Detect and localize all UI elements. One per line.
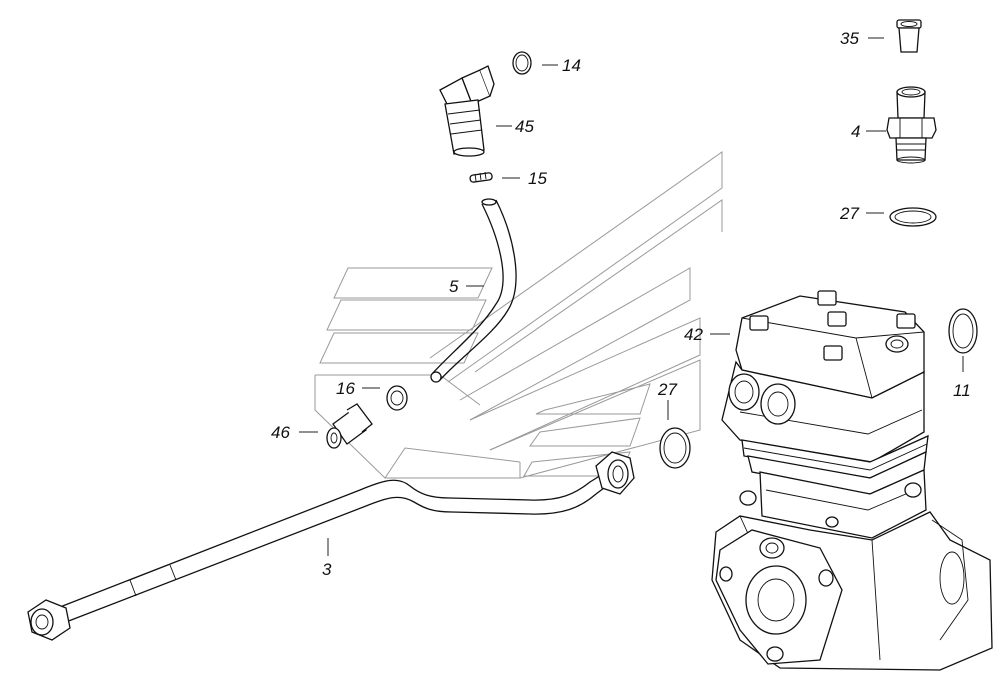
part-46-fitting[interactable]: [326, 403, 373, 449]
part-15-spring[interactable]: [469, 171, 493, 183]
label-46: 46: [271, 423, 290, 442]
part-5-hose[interactable]: [430, 198, 517, 383]
label-5: 5: [449, 277, 459, 296]
label-27-top: 27: [839, 204, 859, 223]
part-4-fitting[interactable]: [886, 86, 937, 164]
label-42: 42: [684, 325, 703, 344]
label-4: 4: [851, 122, 860, 141]
label-15: 15: [528, 169, 547, 188]
part-27-washer-top[interactable]: [889, 207, 937, 227]
part-27-washer-mid[interactable]: [659, 427, 691, 469]
watermark-logo: [314, 151, 723, 479]
label-3: 3: [322, 560, 332, 579]
leader-lines: [299, 37, 964, 556]
part-16-washer[interactable]: [386, 385, 408, 411]
part-14-washer[interactable]: [512, 51, 532, 75]
head-bolts: [749, 290, 916, 361]
part-11-washer[interactable]: [948, 308, 978, 354]
label-35: 35: [840, 29, 859, 48]
label-14: 14: [562, 56, 581, 75]
label-16: 16: [336, 379, 355, 398]
part-labels: 35 4 27 11 14 45 15 5 16 46 27 42 3: [271, 29, 971, 579]
label-45: 45: [515, 117, 534, 136]
part-42-compressor[interactable]: [711, 290, 993, 671]
part-45-elbow-connector[interactable]: [439, 65, 495, 157]
label-11: 11: [953, 381, 971, 400]
part-35-cap[interactable]: [896, 19, 922, 53]
label-27-mid: 27: [657, 380, 677, 399]
part-3-pipe[interactable]: [27, 451, 635, 641]
